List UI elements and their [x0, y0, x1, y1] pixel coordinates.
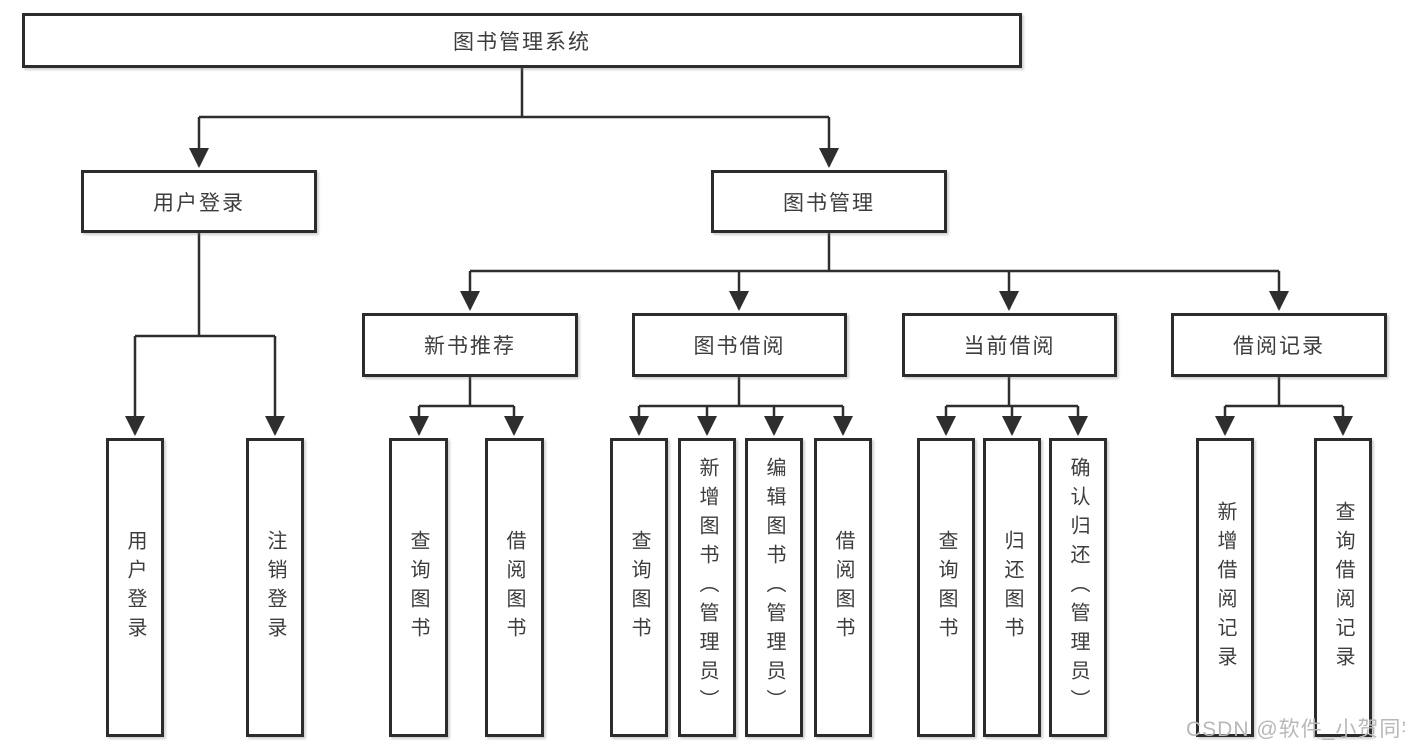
leaf-borrow-books: 借阅图书 — [814, 438, 872, 737]
connector-book-borrow-to-leaves — [629, 377, 853, 436]
leaf-edit-books-admin: 编辑图书（管理员） — [745, 438, 803, 737]
connector-user-login-to-leaves — [125, 233, 285, 436]
leaf-query-books-current: 查询图书 — [917, 438, 975, 737]
connector-book-mgmt-to-level3 — [460, 233, 1289, 311]
leaf-borrow-books-recommend: 借阅图书 — [485, 438, 544, 737]
connector-current-borrow-to-leaves — [936, 377, 1088, 436]
leaf-return-books: 归还图书 — [983, 438, 1041, 737]
leaf-query-books-recommend: 查询图书 — [389, 438, 448, 737]
leaf-user-login: 用户登录 — [106, 438, 164, 737]
connector-borrow-records-to-leaves — [1215, 377, 1353, 436]
leaf-query-borrow-record: 查询借阅记录 — [1314, 438, 1372, 737]
node-current-borrowing: 当前借阅 — [902, 313, 1117, 377]
node-user-login: 用户登录 — [81, 170, 317, 233]
node-book-management: 图书管理 — [711, 170, 947, 233]
connector-root-to-level2 — [189, 68, 839, 168]
csdn-watermark: CSDN @软件_小贺同学 — [1186, 718, 1405, 741]
leaf-add-books-admin: 新增图书（管理员） — [678, 438, 736, 737]
node-new-book-recommend: 新书推荐 — [362, 313, 578, 377]
leaf-query-books-borrow: 查询图书 — [610, 438, 668, 737]
node-borrowing-records: 借阅记录 — [1171, 313, 1387, 377]
leaf-confirm-return-admin: 确认归还（管理员） — [1049, 438, 1107, 737]
node-root-system: 图书管理系统 — [22, 13, 1022, 68]
leaf-logout: 注销登录 — [246, 438, 304, 737]
leaf-add-borrow-record: 新增借阅记录 — [1196, 438, 1254, 737]
connector-new-books-to-leaves — [409, 377, 524, 436]
node-book-borrowing: 图书借阅 — [632, 313, 847, 377]
